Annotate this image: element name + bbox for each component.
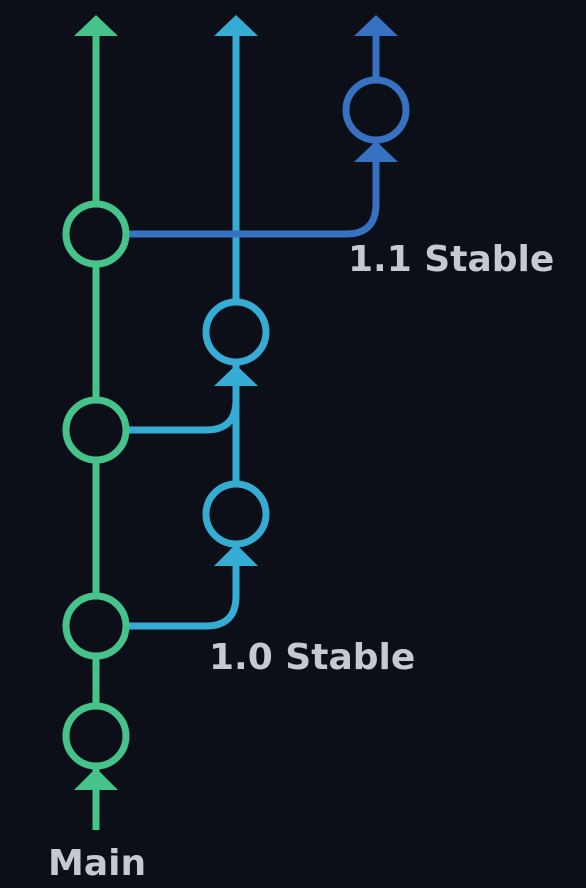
main-commit-node [62, 592, 130, 660]
main-commit-node [62, 702, 130, 770]
stable-1-1-arrow [354, 141, 398, 162]
main-commit-node [62, 396, 130, 464]
branch-connector-1-1 [126, 158, 380, 238]
branch-connector-1-0-upper [126, 380, 240, 434]
stable-1-0-branch [126, 15, 258, 630]
branch-connector-1-0-lower [126, 560, 240, 630]
stable-1-0-commit-node [202, 298, 270, 366]
stable-1-0-top-arrow [214, 15, 258, 36]
stable-1-1-commit-node [342, 76, 410, 144]
stable-1-1-label: 1.1 Stable [348, 239, 554, 280]
main-label: Main [48, 843, 146, 884]
stable-1-0-commit-node [202, 480, 270, 548]
stable-1-1-top-arrow [354, 15, 398, 36]
main-branch-bottom-arrow [74, 768, 118, 790]
stable-1-0-label: 1.0 Stable [209, 637, 415, 678]
main-branch-top-arrow [74, 15, 118, 36]
stable-1-0-lower-arrow [214, 544, 258, 566]
main-commit-node [62, 200, 130, 268]
stable-1-1-branch [126, 15, 398, 238]
stable-1-0-upper-arrow [214, 365, 258, 386]
